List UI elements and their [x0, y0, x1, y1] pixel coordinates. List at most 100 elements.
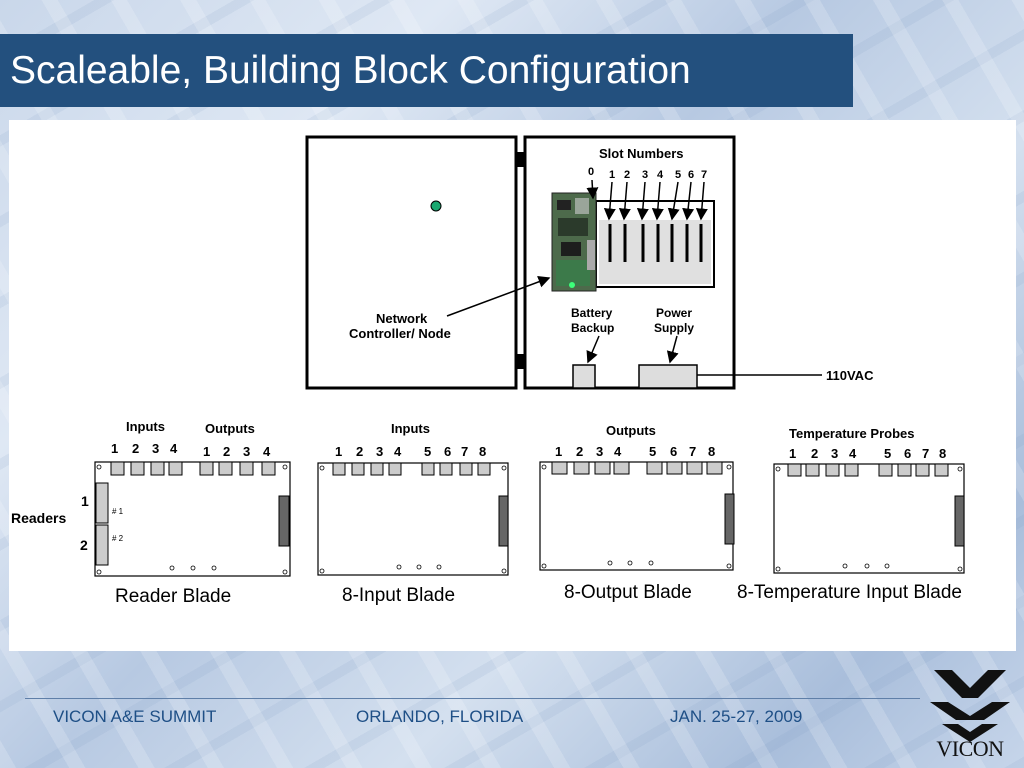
mounting-holes	[775, 466, 963, 572]
terminal-number: 4	[170, 441, 178, 456]
slot-number-labels: 0 1 2 3 4 5 6 7	[588, 166, 707, 181]
terminal-number: 2	[576, 444, 583, 459]
reader-slot-mark: # 1	[112, 507, 124, 516]
battery-arrow	[586, 335, 600, 364]
slot-bars	[608, 224, 703, 262]
slot-number: 3	[642, 169, 648, 181]
title-bar: Scaleable, Building Block Configuration	[0, 34, 853, 107]
slot-number: 5	[675, 169, 681, 181]
slot-number: 2	[624, 169, 630, 181]
terminal-numbers: 1 2 3 4 5 6 7 8	[789, 446, 946, 461]
footer-divider	[25, 698, 920, 699]
terminal-number: 2	[811, 446, 818, 461]
blade-connector	[498, 495, 509, 547]
vicon-logo-icon	[930, 670, 1010, 742]
terminal-number: 6	[904, 446, 911, 461]
blade-connector	[278, 495, 290, 547]
slide-title: Scaleable, Building Block Configuration	[10, 49, 691, 92]
hinge-top	[516, 152, 525, 167]
temperature-blade: Temperature Probes 1 2 3 4 5 6 7 8	[737, 426, 965, 603]
slot-arrows	[586, 179, 708, 221]
terminal-number: 6	[670, 444, 677, 459]
slot-numbers-label: Slot Numbers	[599, 146, 684, 161]
terminal-number: 5	[424, 444, 431, 459]
terminal-number: 7	[461, 444, 468, 459]
power-supply-arrow	[666, 335, 679, 364]
diagram-panel: Slot Numbers 0 1 2 3 4 5 6 7 Network Con…	[9, 120, 1016, 651]
hinge-bottom	[516, 354, 525, 369]
slot-number: 6	[688, 169, 694, 181]
door-indicator-led	[430, 200, 442, 212]
power-supply-label: Power	[656, 306, 692, 320]
blade-connector	[954, 495, 965, 547]
power-supply-label: Supply	[654, 321, 694, 335]
terminal-number: 4	[394, 444, 402, 459]
terminal-numbers: 1 2 3 4 5 6 7 8	[335, 444, 486, 459]
terminal-number: 4	[614, 444, 622, 459]
mounting-holes	[319, 465, 507, 574]
footer-location: ORLANDO, FLORIDA	[356, 707, 524, 726]
terminal-number: 2	[223, 444, 230, 459]
blade-connector	[724, 493, 735, 545]
reader-port-2	[95, 524, 109, 566]
enclosure-door	[305, 135, 518, 390]
readers-label: Readers	[11, 510, 66, 526]
blade-board	[94, 461, 291, 577]
blade-board	[317, 462, 509, 576]
terminal-blocks	[332, 462, 491, 476]
blade-board	[539, 461, 734, 571]
slot-area	[599, 220, 711, 284]
terminal-number: 5	[884, 446, 891, 461]
blade-header: Outputs	[606, 423, 656, 438]
terminal-number: 3	[831, 446, 838, 461]
terminal-number: 3	[596, 444, 603, 459]
terminal-number: 2	[356, 444, 363, 459]
reader-number: 1	[81, 493, 89, 509]
footer-dates: JAN. 25-27, 2009	[670, 707, 803, 726]
terminal-number: 1	[111, 441, 118, 456]
terminal-numbers: 1 2 3 4 1 2 3 4	[111, 441, 271, 459]
terminal-number: 1	[203, 444, 210, 459]
terminal-number: 3	[152, 441, 159, 456]
footer-event: VICON A&E SUMMIT	[53, 707, 217, 726]
blade-name: 8-Output Blade	[564, 582, 692, 603]
terminal-number: 7	[922, 446, 929, 461]
terminal-number: 8	[939, 446, 946, 461]
blade-board	[773, 463, 965, 574]
battery-label: Battery	[571, 306, 613, 320]
battery-label: Backup	[571, 321, 614, 335]
terminal-number: 7	[689, 444, 696, 459]
blade-header: Temperature Probes	[789, 426, 914, 441]
terminal-number: 2	[132, 441, 139, 456]
network-controller-arrow	[446, 276, 551, 317]
terminal-number: 3	[376, 444, 383, 459]
terminal-blocks	[551, 461, 723, 475]
terminal-number: 1	[555, 444, 562, 459]
terminal-numbers: 1 2 3 4 5 6 7 8	[555, 444, 715, 459]
power-supply-box	[638, 364, 698, 389]
mounting-holes	[541, 464, 732, 569]
output-blade: Outputs 1 2 3 4 5 6 7 8	[539, 423, 735, 603]
terminal-number: 1	[335, 444, 342, 459]
slot-number: 0	[588, 166, 594, 178]
blade-name: 8-Temperature Input Blade	[737, 582, 962, 603]
battery-backup-box	[572, 364, 596, 389]
enclosure	[305, 135, 822, 390]
terminal-number: 4	[263, 444, 271, 459]
vicon-logo-text: VICON	[936, 736, 1004, 761]
slot-number: 7	[701, 169, 707, 181]
voltage-label: 110VAC	[826, 368, 874, 383]
terminal-number: 5	[649, 444, 656, 459]
blade-name: Reader Blade	[115, 586, 231, 607]
terminal-number: 8	[479, 444, 486, 459]
reader-port-1	[95, 482, 109, 524]
network-controller-board	[551, 192, 597, 292]
terminal-blocks	[787, 463, 949, 477]
terminal-blocks	[110, 461, 276, 476]
terminal-number: 6	[444, 444, 451, 459]
terminal-number: 3	[243, 444, 250, 459]
reader-blade: Inputs Outputs 1 2 3 4 1 2 3 4 # 1	[94, 419, 291, 607]
slot-number: 4	[657, 169, 664, 181]
mounting-holes	[96, 464, 288, 575]
network-controller-label: Controller/ Node	[349, 326, 451, 341]
